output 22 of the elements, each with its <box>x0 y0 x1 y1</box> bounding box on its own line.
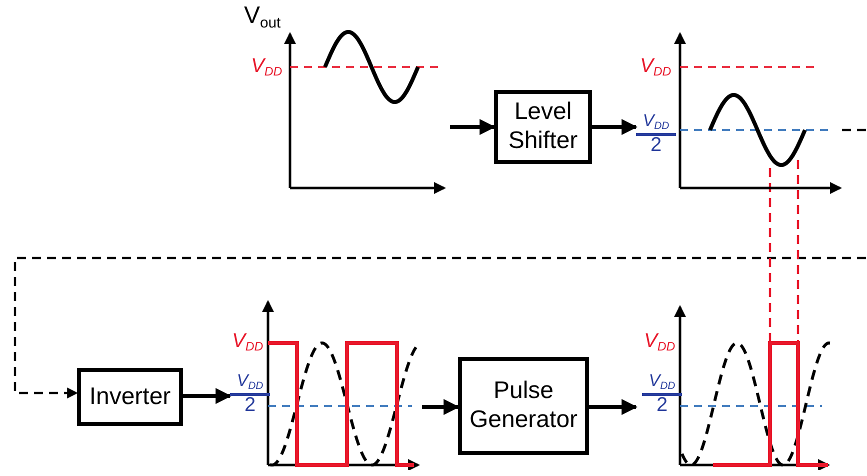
arrow <box>422 399 460 415</box>
axis-label: V$_{DD}$ <box>644 331 676 354</box>
arrow <box>183 388 232 404</box>
arrow <box>450 119 496 135</box>
process-box: Pulse Generator <box>458 357 589 455</box>
axis-label: V$_{DD}$ <box>232 331 264 354</box>
axis-label: V$_{DD}$ <box>251 56 282 78</box>
process-box: Inverter <box>77 368 183 426</box>
axis-label: V$_{DD}$ <box>642 372 682 396</box>
axis-label: V$_{DD}$ <box>640 56 672 78</box>
arrow <box>14 128 867 398</box>
projection-line <box>796 160 800 343</box>
axis-label: V$_{DD}$ <box>636 112 676 136</box>
axis-label: 2 <box>655 395 669 415</box>
process-box: Level Shifter <box>494 90 592 164</box>
axis-label: V$_{DD}$ <box>230 372 270 396</box>
axis-label: V$_{out}$ <box>244 4 281 32</box>
arrow <box>589 399 638 415</box>
axis-label: 2 <box>243 395 257 415</box>
projection-line <box>768 168 772 343</box>
axis-label: 2 <box>649 135 663 155</box>
arrow <box>592 119 638 135</box>
